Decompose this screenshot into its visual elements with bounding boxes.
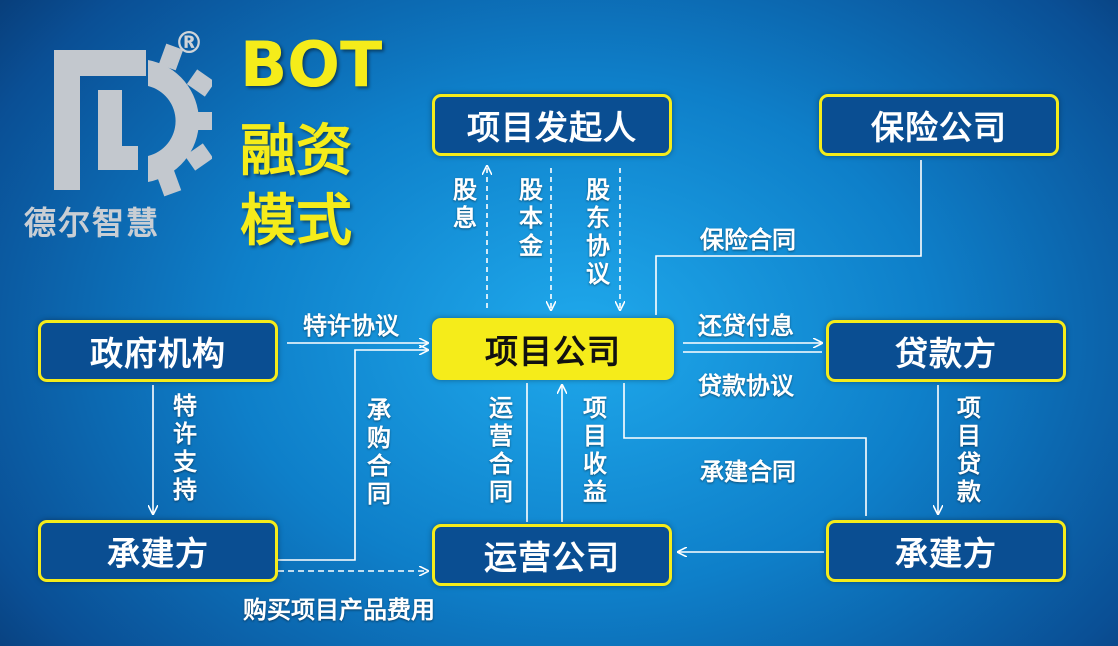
arrow-offtake-contract [278,350,428,561]
title-mode: 模式 [240,189,352,254]
node-contractor-right: 承建方 [826,520,1066,582]
node-project-sponsor: 项目发起人 [432,94,672,156]
label-offtake-contract: 承购合同 [367,396,391,508]
label-insurance-contract: 保险合同 [700,226,796,254]
node-operating-company: 运营公司 [432,524,672,586]
node-lender: 贷款方 [826,320,1066,382]
line-insurance-contract [655,160,922,315]
title-financing: 融资 [240,119,352,184]
label-project-revenue: 项目收益 [583,394,607,506]
label-concession-support: 特许支持 [173,392,197,504]
label-shareholder-agreement: 股东协议 [586,176,610,288]
brand-name: 德尔智慧 [24,204,161,242]
label-loan-agreement: 贷款协议 [698,372,794,400]
registered-trademark-mark: ® [174,26,204,61]
node-government: 政府机构 [38,320,278,382]
label-project-loan: 项目贷款 [957,394,981,506]
label-equity: 股本金 [519,176,543,260]
label-concession-agreement: 特许协议 [303,312,399,340]
label-operation-contract: 运营合同 [489,394,513,506]
node-contractor-left: 承建方 [38,520,278,582]
label-purchase-fee: 购买项目产品费用 [243,596,435,624]
node-project-company: 项目公司 [432,318,674,380]
node-insurance-company: 保险公司 [819,94,1059,156]
gear-logo-icon [54,43,212,197]
label-dividend: 股息 [453,176,477,232]
title-bot: BOT [240,28,383,101]
label-construction-contract: 承建合同 [700,458,796,486]
label-repay-interest: 还贷付息 [698,312,794,340]
line-construction-contract [623,383,867,516]
